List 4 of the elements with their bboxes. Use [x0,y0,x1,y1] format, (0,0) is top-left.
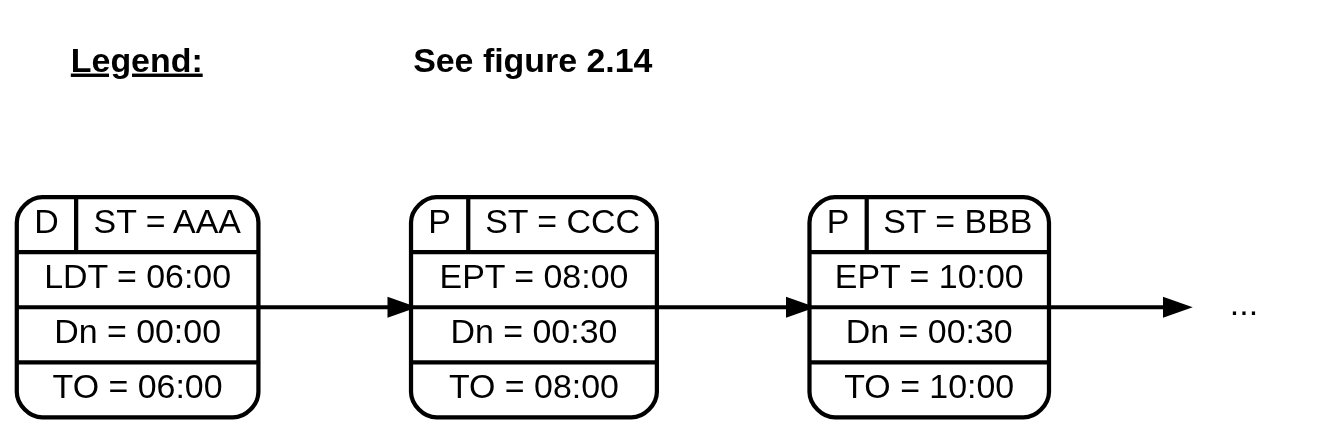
label: See figure 2.14 [413,40,653,79]
label: Legend: [70,40,203,79]
node-text: ... [1229,284,1259,323]
arrow [1049,296,1193,318]
